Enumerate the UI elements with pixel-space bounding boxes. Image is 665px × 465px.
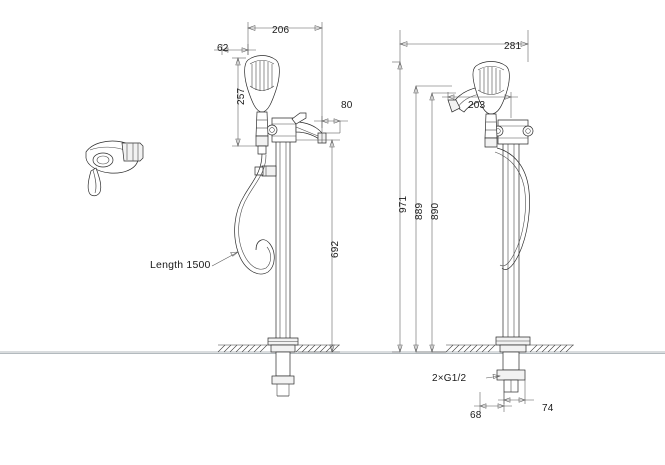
floor-hatch-right <box>445 344 574 353</box>
thread-spec-label: 2×G1/2 <box>432 373 467 384</box>
dimension-label-80: 80 <box>341 100 353 111</box>
perspective-faucet-icon <box>85 140 144 197</box>
hose-length-label: Length 1500 <box>150 259 211 271</box>
dimension-890-line <box>429 92 456 353</box>
dimension-label-971: 971 <box>398 195 409 213</box>
thread-spec-leader <box>485 374 501 379</box>
dimension-label-692: 692 <box>330 240 341 258</box>
dimension-label-62: 62 <box>217 43 229 54</box>
dimension-label-889: 889 <box>414 202 425 220</box>
dimension-label-68: 68 <box>470 410 482 421</box>
left-elevation-assembly <box>234 55 327 397</box>
hose-length-leader <box>211 251 239 267</box>
dimension-label-206: 206 <box>272 25 290 36</box>
dimension-257-line <box>232 57 256 147</box>
dimension-label-257: 257 <box>236 87 247 105</box>
right-elevation-assembly <box>447 61 534 393</box>
dimension-692-line <box>296 139 340 353</box>
dimension-label-203: 203 <box>468 100 486 111</box>
dimension-80-line <box>314 116 348 134</box>
dimension-68-line <box>474 392 512 412</box>
dimension-281-line <box>399 30 529 62</box>
dimension-label-74: 74 <box>542 403 554 414</box>
dimension-62-line <box>214 44 256 55</box>
dimension-74-line <box>498 380 534 404</box>
dimension-label-890: 890 <box>430 202 441 220</box>
dimension-971-line <box>392 61 403 353</box>
floor-hatch-left <box>217 344 340 353</box>
dimension-203-line <box>442 92 518 118</box>
dimension-label-281: 281 <box>504 41 522 52</box>
